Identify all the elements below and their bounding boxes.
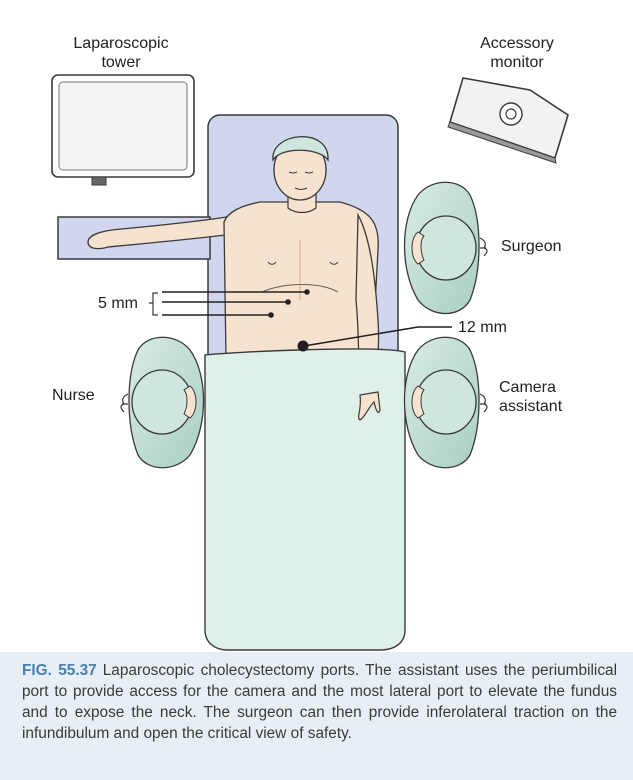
laparoscopic-tower (51, 74, 195, 186)
surgeon-label: Surgeon (501, 238, 562, 255)
nurse-figure (120, 336, 205, 469)
monitor-label: Accessory monitor (462, 34, 572, 72)
port-5mm-lateral (268, 312, 274, 318)
or-setup-diagram: Laparoscopic tower Accessory monitor Sur… (51, 34, 572, 651)
camera-label-line2: assistant (499, 398, 563, 415)
port-5mm-epigastric (304, 289, 310, 295)
camera-label-line1: Camera (499, 379, 556, 396)
port-12mm-umbilical (297, 340, 309, 352)
surgical-drape (204, 348, 406, 651)
tower-label-line1: Laparoscopic (73, 35, 169, 52)
surgeon-figure (403, 181, 488, 314)
patient (87, 136, 380, 406)
camera-assistant-label: Camera assistant (499, 378, 562, 416)
nurse-label: Nurse (52, 387, 95, 404)
accessory-monitor (447, 77, 569, 164)
caption-text: Laparoscopic cholecystectomy ports. The … (22, 662, 617, 742)
diagram-svg (51, 74, 569, 651)
figure-label: FIG. 55.37 (22, 662, 97, 679)
port-5mm-subcostal (285, 299, 291, 305)
tower-label-line2: tower (101, 54, 141, 71)
patient-hand (357, 391, 381, 421)
5mm-bracket (149, 292, 158, 316)
port-12mm-label: 12 mm (458, 319, 507, 336)
camera-assistant-figure (403, 336, 488, 469)
port-markers (149, 289, 452, 352)
tower-label: Laparoscopic tower (56, 34, 186, 72)
monitor-label-line1: Accessory (480, 35, 554, 52)
monitor-label-line2: monitor (490, 54, 544, 71)
patient-cap-icon (272, 136, 329, 162)
port-5mm-label: 5 mm (98, 295, 138, 312)
